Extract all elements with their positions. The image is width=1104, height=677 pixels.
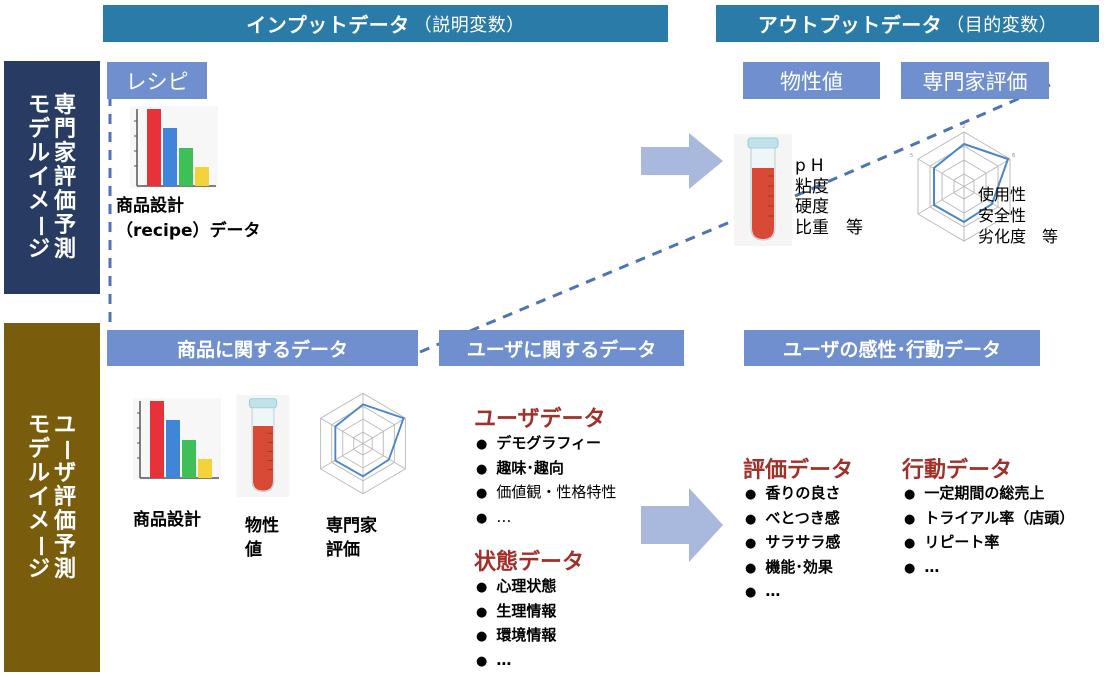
expert-item: 使用性 [978,185,1027,204]
expert-items: 使用性 安全性 劣化度 等 [978,184,1058,247]
caption-physical-value: 物性 値 [245,516,279,560]
behavior-data-list: 一定期間の総売上 トライアル率（店頭） リピート率 … [904,482,1074,580]
user-data-list: デモグラフィー 趣味･趣向 価値観・性格特性 … [476,432,616,530]
list-item: 機能･効果 [745,556,840,581]
user-data-title: ユーザデータ [474,407,606,432]
user-data-label: ユーザに関するデータ [439,330,684,366]
input-data-title: インプットデータ [246,13,410,37]
list-item: リピート率 [904,531,1074,556]
input-data-subtitle: （説明変数） [413,14,525,36]
recipe-caption-1: 商品設計 [116,196,184,216]
expert-item: 劣化度 等 [978,227,1059,246]
svg-text:6: 6 [1012,153,1015,159]
list-item: デモグラフィー [476,432,616,457]
list-item: 心理状態 [476,575,556,600]
user-sensibility-behavior-label: ユーザの感性･行動データ [744,330,1040,366]
expert-model-side-label: 専門家評価予測 モデルイメージ [4,61,100,294]
list-item: … [476,506,616,531]
list-item: 価値観・性格特性 [476,481,616,506]
bar-chart-icon [133,398,221,480]
expert-item: 安全性 [978,206,1027,225]
recipe-label: レシピ [107,62,207,99]
list-item: 一定期間の総売上 [904,482,1074,507]
list-item: … [904,556,1074,581]
caption-product-design: 商品設計 [133,510,201,530]
right-arrow-icon [641,488,723,562]
side-label-col-1: 専門家評価予測 [54,92,77,262]
svg-text:5: 5 [910,153,913,159]
physical-item: pH [795,156,829,176]
recipe-caption-2: （recipe）データ [116,221,261,241]
side-label-col-2: モデルイメージ [26,92,52,262]
physical-item: 比重 等 [795,217,863,238]
output-data-subtitle: （目的変数） [946,14,1058,36]
physical-item: 硬度 [795,197,829,217]
side-label-col-1: ユーザ評価予測 [53,412,79,582]
eval-data-title: 評価データ [743,458,854,483]
test-tube-icon [236,395,290,497]
output-data-title: アウトプットデータ [757,13,943,37]
user-model-side-label: ユーザ評価予測 モデルイメージ [4,323,100,672]
caption-expert-evaluation: 専門家 評価 [326,516,377,560]
output-data-header: アウトプットデータ（目的変数） [716,5,1099,42]
list-item: サラサラ感 [745,531,840,556]
right-arrow-icon [641,133,723,189]
list-item: 生理情報 [476,600,556,625]
list-item: 趣味･趣向 [476,457,616,482]
list-item: 環境情報 [476,624,556,649]
radar-chart-icon [320,392,406,495]
product-data-label: 商品に関するデータ [107,330,418,366]
physical-value-label: 物性値 [743,62,880,99]
expert-evaluation-label: 専門家評価 [901,62,1049,99]
side-label-col-2: モデルイメージ [26,412,52,582]
list-item: トライアル率（店頭） [904,507,1074,532]
list-item: … [745,580,840,605]
list-item: … [476,649,556,674]
physical-item: 粘度 [795,176,829,197]
radar-chart-icon: 2 6 5 [910,124,1015,242]
list-item: 香りの良さ [745,482,840,507]
behavior-data-title: 行動データ [902,458,1013,483]
svg-text:2: 2 [962,124,965,130]
list-item: べとつき感 [745,507,840,532]
state-data-list: 心理状態 生理情報 環境情報 … [476,575,556,673]
input-data-header: インプットデータ（説明変数） [103,5,668,42]
test-tube-icon [734,134,792,246]
eval-data-list: 香りの良さ べとつき感 サラサラ感 機能･効果 … [745,482,840,605]
bar-chart-icon [130,106,218,188]
state-data-title: 状態データ [474,550,585,575]
physical-items: pH 粘度 硬度 比重 等 [795,156,863,238]
